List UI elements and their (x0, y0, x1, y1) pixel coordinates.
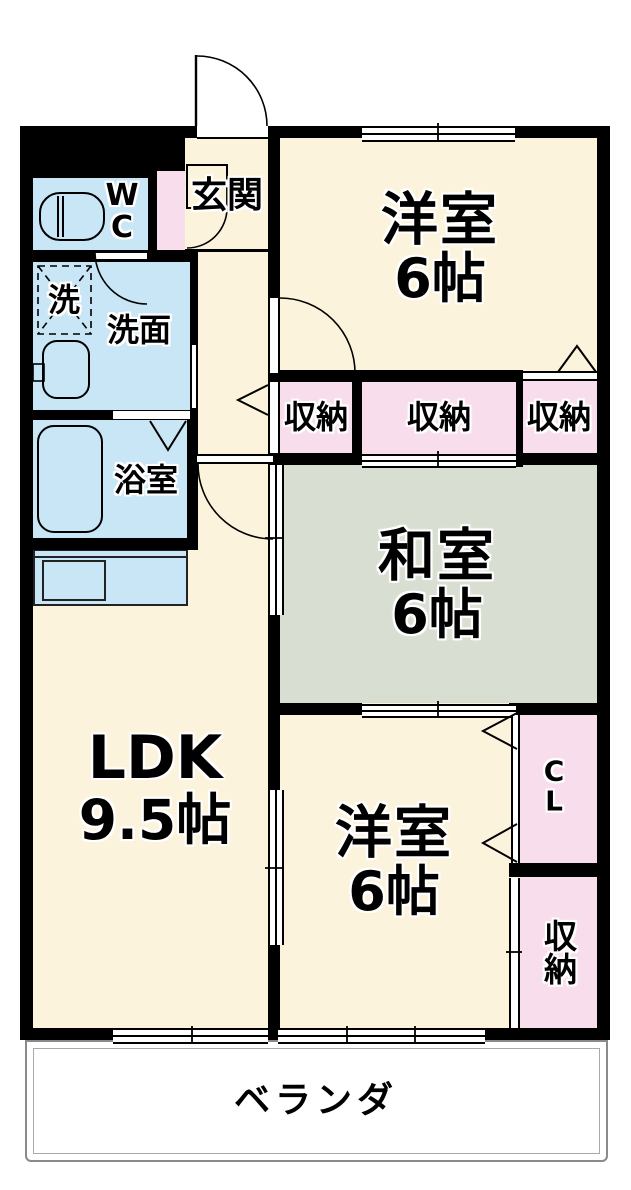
storage-middle-label: 収納 (406, 398, 472, 437)
wall-segment (268, 1028, 278, 1040)
wall-segment (20, 538, 196, 550)
japanese-room-sliding-door (268, 465, 284, 615)
storage-south-door (509, 878, 520, 1028)
storage-hall-room (280, 382, 352, 453)
wall-segment (516, 370, 523, 467)
closet-door (511, 715, 520, 863)
storage-right-room (523, 381, 597, 455)
entrance-door-arc (196, 55, 268, 127)
wall-segment (20, 1028, 113, 1040)
veranda (25, 1040, 608, 1162)
storage-south-label: 収納 (538, 919, 578, 985)
japanese-western2-sliding-door (362, 704, 516, 718)
corridor-ldk-door-leaf (197, 454, 273, 464)
wall-segment (148, 167, 157, 255)
japanese-room-label: 和室 6帖 (378, 523, 496, 647)
kitchen-counter-edge (35, 556, 186, 558)
window (113, 1028, 268, 1044)
western-room-2-label: 洋室 6帖 (335, 800, 453, 924)
western-room-1-door-opening (268, 298, 280, 373)
wall-right (597, 126, 610, 1040)
kitchen-sink (42, 560, 106, 601)
storage-south-room (520, 877, 597, 1028)
wall-segment (516, 453, 597, 465)
storage-hall-label: 収納 (283, 398, 349, 437)
laundry-label: 洗 (47, 281, 81, 320)
washroom-label: 洗面 (106, 311, 172, 350)
wall-segment (268, 126, 362, 138)
storage-right-label: 収納 (526, 398, 592, 437)
japanese-room (280, 465, 597, 703)
wall-segment (268, 615, 280, 790)
wall-segment (509, 863, 598, 877)
washroom-door (190, 345, 198, 408)
wall-segment (268, 703, 362, 715)
wall-segment (148, 126, 185, 171)
closet-label: CL (543, 754, 565, 817)
wall-segment (268, 138, 280, 298)
wall-segment (516, 703, 598, 715)
window (278, 1028, 485, 1044)
window (362, 126, 515, 142)
entrance-step-line (185, 249, 268, 252)
wall-segment (268, 370, 516, 382)
wall-segment (485, 1028, 610, 1040)
entrance-doorway (197, 126, 268, 139)
toilet-door-opening (95, 251, 147, 261)
veranda-label: ベランダ (233, 1079, 399, 1121)
wall-segment (190, 250, 198, 345)
wall-segment (268, 453, 362, 465)
ldk-label: LDK 9.5帖 (78, 723, 232, 852)
wall-segment (187, 410, 198, 550)
wall-corner-block (20, 126, 148, 178)
storage-middle-sliding-door (362, 454, 516, 468)
closet-room (520, 715, 597, 863)
wall-segment (515, 126, 610, 138)
shoe-cabinet (157, 167, 185, 250)
western-room-1-label: 洋室 6帖 (381, 187, 499, 311)
toilet-label: WC (105, 178, 139, 245)
entrance-label: 玄関 (190, 174, 264, 216)
wall-left (20, 126, 33, 1040)
storage-hall-door (268, 382, 280, 453)
wall-segment (352, 375, 362, 455)
bathroom-label: 浴室 (113, 461, 179, 500)
wall-segment (268, 945, 280, 1028)
storage-right-door (523, 371, 597, 381)
storage-middle-room (362, 382, 516, 454)
ldk-western2-sliding-door (268, 790, 284, 945)
bathroom-door-opening (113, 411, 190, 419)
